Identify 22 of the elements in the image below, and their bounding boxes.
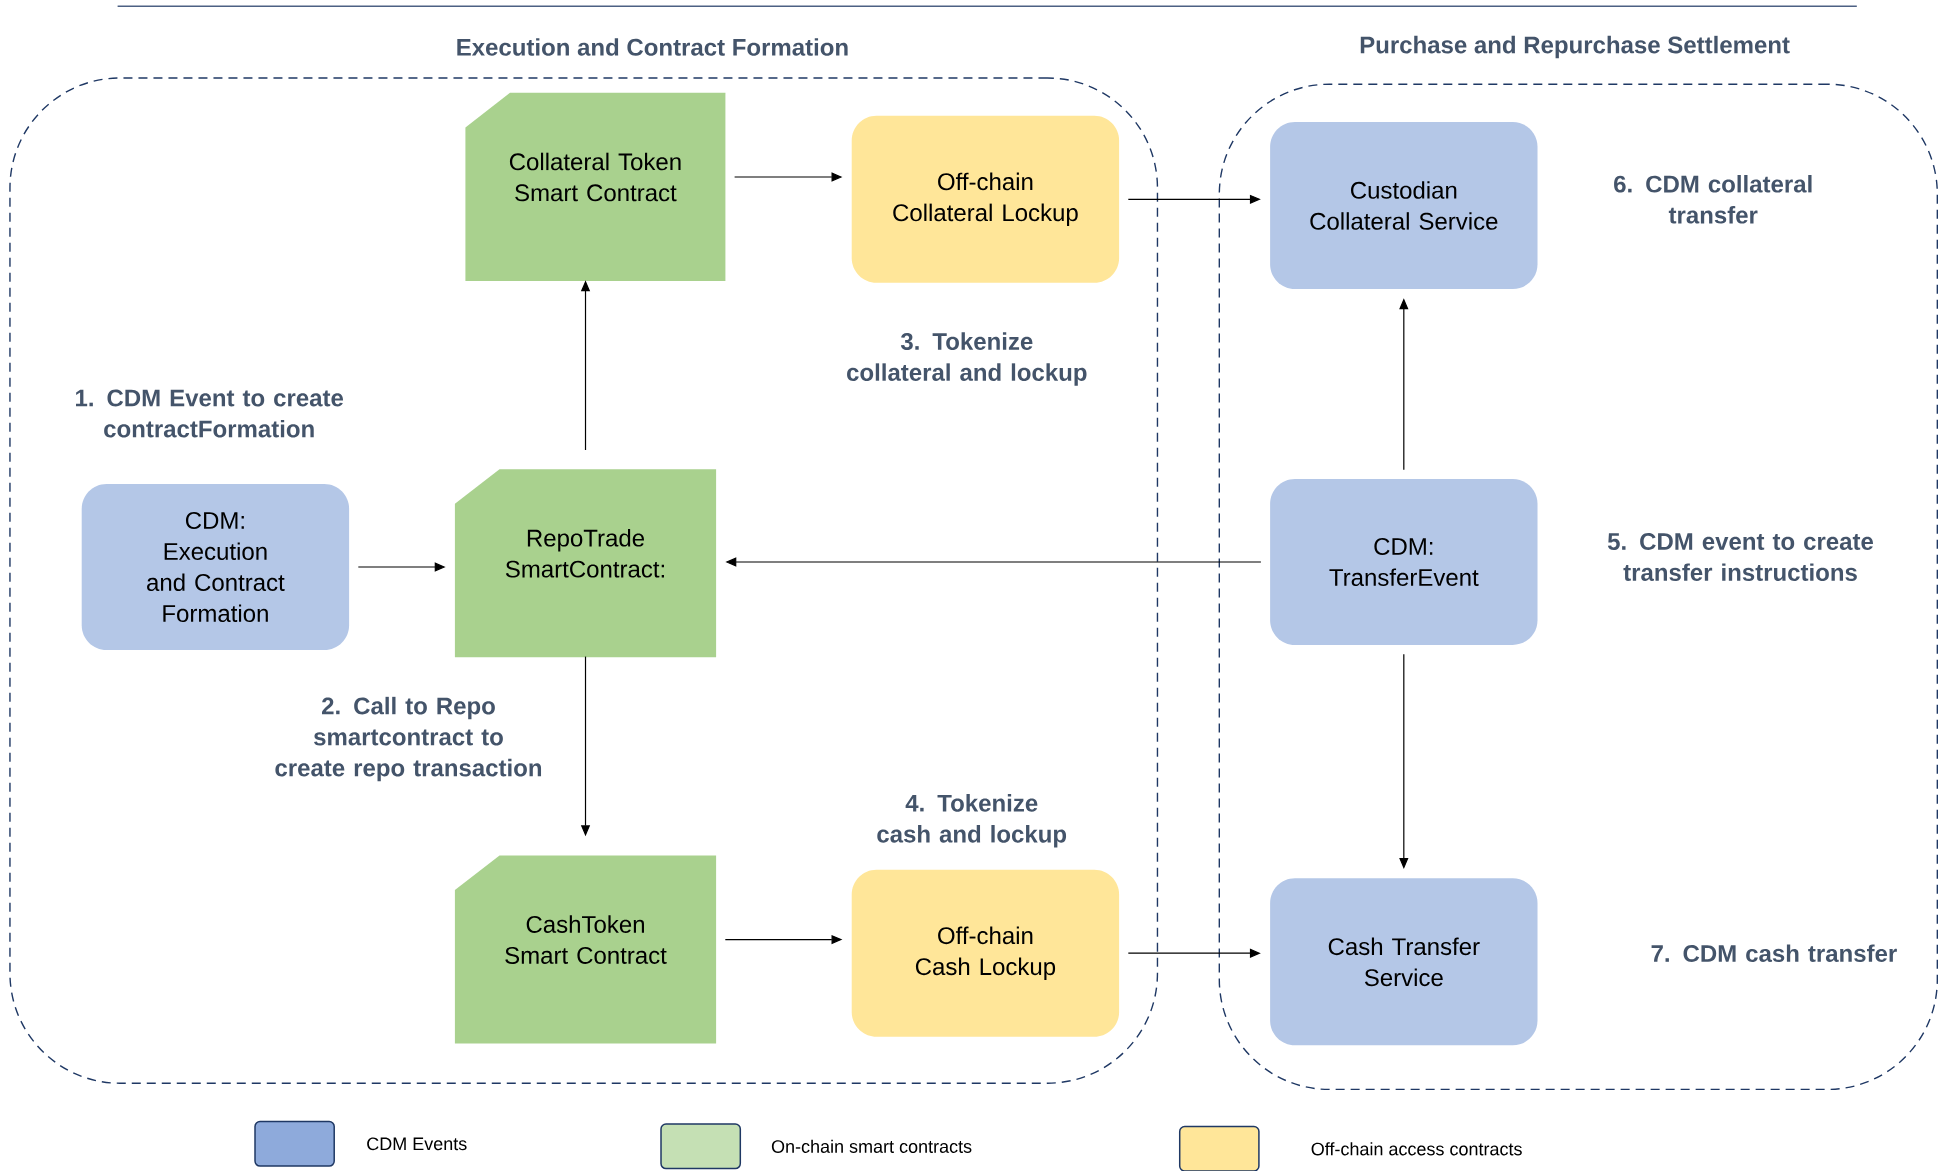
step-label: 4. Tokenize cash and lockup bbox=[877, 794, 1067, 848]
step-label: 1. CDM Event to create contractFormation bbox=[76, 389, 344, 438]
event-box: CDM: TransferEvent bbox=[1270, 479, 1538, 645]
smart-contract-box: RepoTrade SmartContract: bbox=[454, 469, 717, 658]
event-box: Custodian Collateral Service bbox=[1270, 121, 1538, 290]
step-label: 7. CDM cash transfer bbox=[1651, 944, 1897, 963]
lockup-box: Off-chain Collateral Lockup bbox=[851, 115, 1120, 283]
step-label: 3. Tokenize collateral and lockup bbox=[847, 332, 1087, 386]
arrow bbox=[1399, 653, 1409, 869]
node-label: Execution and Contract Formation bbox=[457, 38, 848, 56]
event-box: CDM: Execution and Contract Formation bbox=[81, 484, 350, 650]
smart-contract-box: Collateral Token Smart Contract bbox=[465, 92, 726, 281]
node-label: Purchase and Repurchase Settlement bbox=[1360, 35, 1790, 59]
step-label: 6. CDM collateral transfer bbox=[1614, 175, 1812, 224]
legend-text: CDM Events bbox=[367, 1137, 467, 1151]
event-box: Cash Transfer Service bbox=[1270, 878, 1538, 1046]
step-label: 5. CDM event to create transfer instructions bbox=[1607, 533, 1873, 581]
smart-contract-box: CashToken Smart Contract bbox=[454, 855, 717, 1044]
step-label: 2. Call to Repo smartcontract to create repo transaction bbox=[275, 696, 541, 782]
legend-text: Off-chain access contracts bbox=[1311, 1142, 1522, 1156]
legend-text: On-chain smart contracts bbox=[771, 1139, 972, 1153]
lockup-box: Off-chain Cash Lockup bbox=[851, 869, 1120, 1037]
